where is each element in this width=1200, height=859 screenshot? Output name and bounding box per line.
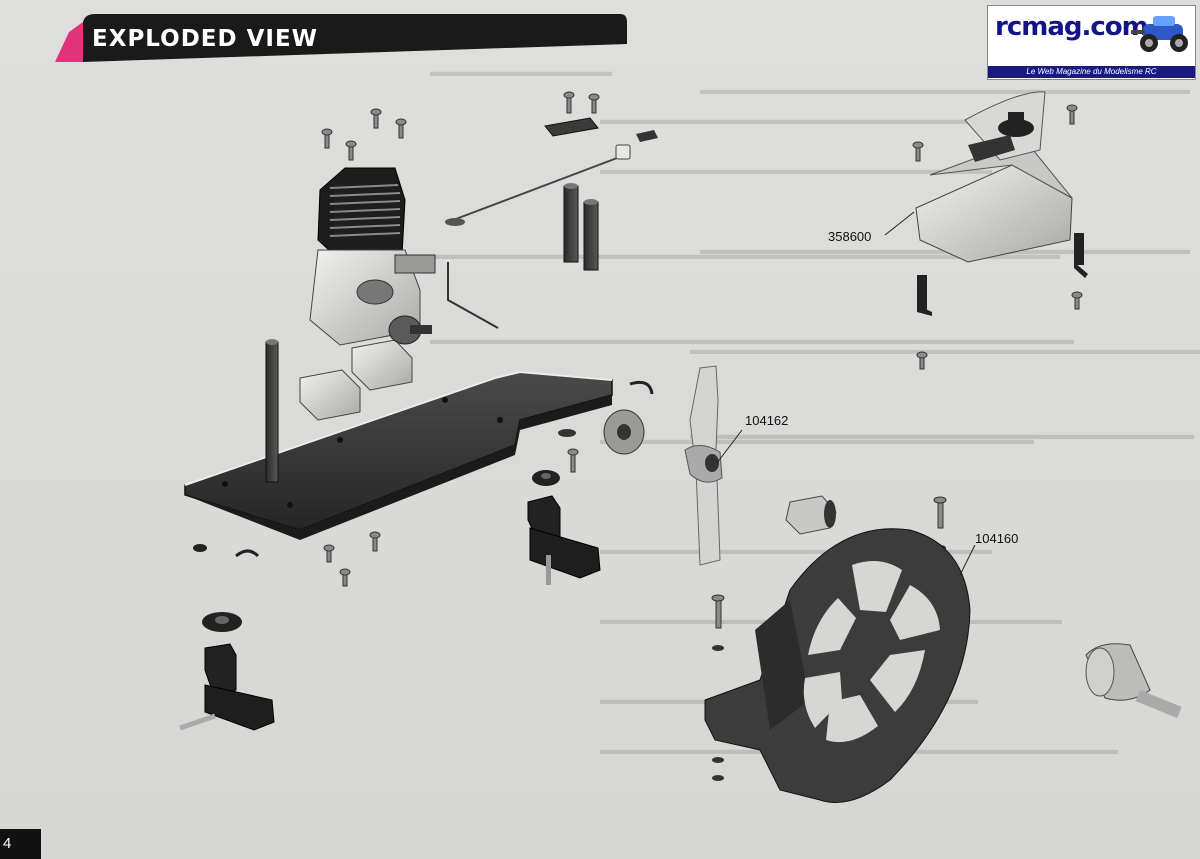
part-number-fuel-tank: 358600 [828, 229, 872, 244]
mounting-screws [321, 91, 600, 587]
tank-screws [711, 104, 1083, 629]
standoff-posts [265, 183, 599, 483]
header-banner [55, 14, 627, 62]
washers-clips [193, 380, 654, 632]
tank-posts [917, 233, 1088, 316]
bearing-block-right [527, 495, 601, 585]
base-plate [184, 370, 613, 540]
flywheel-guard [704, 528, 971, 803]
page-title: EXPLODED VIEW [92, 26, 319, 52]
glow-plug-clip [684, 365, 723, 566]
callout-leaders [716, 211, 976, 576]
engine-mounts [299, 339, 413, 421]
bearing-block-left [179, 643, 275, 731]
logo-tagline: Le Web Magazine du Modelisme RC [988, 66, 1195, 78]
fuel-tank [915, 91, 1073, 263]
page-number: 4 [0, 829, 41, 859]
part-number-flywheel-guard: 104160 [975, 531, 1019, 546]
nitro-engine [309, 167, 436, 346]
nose-cone [785, 495, 837, 535]
rcmag-logo: rcmag.com Le Web Magazine du Modelisme R… [987, 5, 1196, 80]
part-number-glow-plug-clip: 104162 [745, 413, 789, 428]
throttle-linkage [445, 117, 658, 329]
logo-wordmark: rcmag.com [995, 12, 1149, 42]
rc-car-icon [1131, 16, 1188, 52]
spacer-bushing [603, 409, 645, 455]
starter-motor [1085, 643, 1182, 718]
